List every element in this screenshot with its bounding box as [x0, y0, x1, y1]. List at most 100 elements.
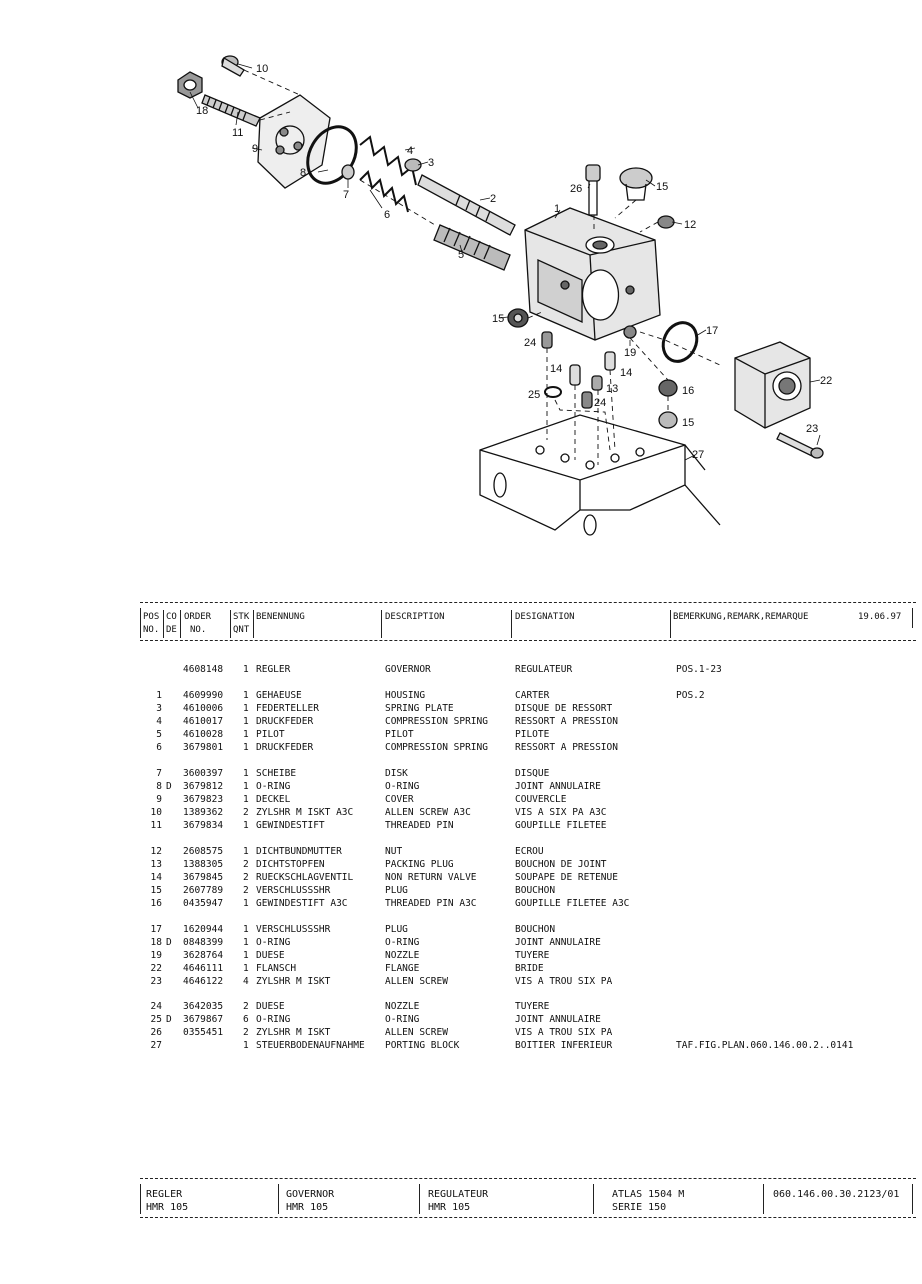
header-sep-3	[230, 610, 231, 638]
footer-bar-3	[419, 1184, 420, 1214]
callout-14-left: 14	[550, 363, 562, 375]
header-sep-1	[163, 610, 164, 638]
footer-bottom-rule	[140, 1217, 916, 1218]
cell-desc: DISK	[385, 768, 408, 779]
part-18-o-ring	[661, 321, 699, 363]
header-co: CO	[166, 612, 177, 622]
cell-desc: FLANGE	[385, 963, 420, 974]
cell-dsg: VIS A SIX PA A3C	[515, 807, 607, 818]
cell-qty: 2	[243, 1001, 249, 1012]
cell-qty: 1	[243, 846, 249, 857]
header-remark: BEMERKUNG,REMARK,REMARQUE	[673, 612, 809, 622]
cell-ben: O-RING	[256, 781, 291, 792]
cell-pos: 15	[150, 885, 162, 896]
header-right-bar	[912, 608, 913, 628]
cell-pos: 12	[150, 846, 162, 857]
cell-order: 4646111	[183, 963, 224, 974]
cell-order: 0435947	[183, 898, 224, 909]
header-order-no: NO.	[190, 625, 207, 635]
callout-24-upper: 24	[524, 337, 536, 349]
cell-pos: 6	[156, 742, 162, 753]
cell-desc: NOZZLE	[385, 950, 420, 961]
header-stk: STK	[233, 612, 250, 622]
cell-qty: 1	[243, 664, 249, 675]
part-6-spring	[359, 170, 409, 213]
cell-qty: 2	[243, 807, 249, 818]
callout-7: 7	[343, 189, 349, 201]
cell-qty: 1	[243, 1040, 249, 1051]
cell-rem: TAF.FIG.PLAN.060.146.00.2..0141	[676, 1040, 854, 1051]
cell-pos: 9	[156, 794, 162, 805]
cell-order: 3600397	[183, 768, 224, 779]
callout-25: 25	[528, 389, 540, 401]
part-15-plug	[507, 308, 529, 328]
footer-series: SERIE 150	[612, 1202, 667, 1213]
header-de: DE	[166, 625, 177, 635]
cell-order: 4608148	[183, 664, 224, 675]
cell-dsg: JOINT ANNULAIRE	[515, 1014, 601, 1025]
part-9-cover	[257, 94, 331, 189]
cell-ben: STEUERBODENAUFNAHME	[256, 1040, 365, 1051]
part-5-pilot	[433, 224, 511, 271]
callout-16: 16	[682, 385, 694, 397]
cell-qty: 1	[243, 950, 249, 961]
cell-order: 3679812	[183, 781, 224, 792]
callout-19: 19	[624, 347, 636, 359]
cell-ben: DICHTSTOPFEN	[256, 859, 325, 870]
cell-order: 3679867	[183, 1014, 224, 1025]
cell-pos: 10	[150, 807, 162, 818]
part-24-nozzle-lower	[581, 391, 593, 409]
cell-qty: 1	[243, 742, 249, 753]
cell-desc: PORTING BLOCK	[385, 1040, 460, 1051]
cell-desc: NOZZLE	[385, 1001, 420, 1012]
cell-order: 3679823	[183, 794, 224, 805]
cell-qty: 1	[243, 794, 249, 805]
cell-qty: 2	[243, 859, 249, 870]
cell-order: 2608575	[183, 846, 224, 857]
cell-pos: 11	[150, 820, 162, 831]
header-top-rule	[140, 602, 916, 603]
cell-ben: VERSCHLUSSSHR	[256, 924, 331, 935]
cell-dsg: TUYERE	[515, 950, 550, 961]
exploded-view-drawing: 10 18 11 9 8 7 4 3 6 2 5 1 26 15 12 15 2…	[177, 55, 832, 536]
cell-order: 4610006	[183, 703, 224, 714]
footer-bar-4	[593, 1184, 594, 1214]
part-26-screw	[585, 164, 601, 216]
cell-qty: 1	[243, 937, 249, 948]
cell-order: 1389362	[183, 807, 224, 818]
header-bottom-rule	[140, 640, 916, 641]
cell-dsg: GOUPILLE FILETEE A3C	[515, 898, 630, 909]
callout-3: 3	[428, 157, 434, 169]
cell-qty: 1	[243, 781, 249, 792]
cell-dsg: TUYERE	[515, 1001, 550, 1012]
cell-pos: 24	[150, 1001, 162, 1012]
cell-desc: THREADED PIN	[385, 820, 454, 831]
header-benennung: BENENNUNG	[256, 612, 305, 622]
cell-dsg: DISQUE DE RESSORT	[515, 703, 613, 714]
callout-27: 27	[692, 449, 704, 461]
cell-dsg: BOITIER INFERIEUR	[515, 1040, 613, 1051]
footer-doc-no: 060.146.00.30.2123/01	[773, 1189, 900, 1200]
cell-desc: O-RING	[385, 781, 420, 792]
callout-14-right: 14	[620, 367, 632, 379]
cell-order: 3679845	[183, 872, 224, 883]
callout-labels: 10 18 11 9 8 7 4 3 6 2 5 1 26 15 12 15 2…	[196, 63, 832, 461]
cell-qty: 2	[243, 872, 249, 883]
callout-13-top: 12	[684, 219, 696, 231]
cell-qty: 1	[243, 820, 249, 831]
header-left-bar	[140, 608, 141, 638]
callout-10: 10	[256, 63, 268, 75]
cell-order: 2607789	[183, 885, 224, 896]
cell-desc: NON RETURN VALVE	[385, 872, 477, 883]
callout-8: 8	[300, 167, 306, 179]
cell-order: 3679801	[183, 742, 224, 753]
cell-ben: GEWINDESTIFT A3C	[256, 898, 348, 909]
header-sep-2	[180, 610, 181, 638]
cell-dsg: BRIDE	[515, 963, 544, 974]
cell-desc: ALLEN SCREW	[385, 976, 448, 987]
cell-desc: PACKING PLUG	[385, 859, 454, 870]
cell-desc: O-RING	[385, 937, 420, 948]
cell-dsg: CARTER	[515, 690, 550, 701]
cell-pos: 13	[150, 859, 162, 870]
cell-pos: 7	[156, 768, 162, 779]
